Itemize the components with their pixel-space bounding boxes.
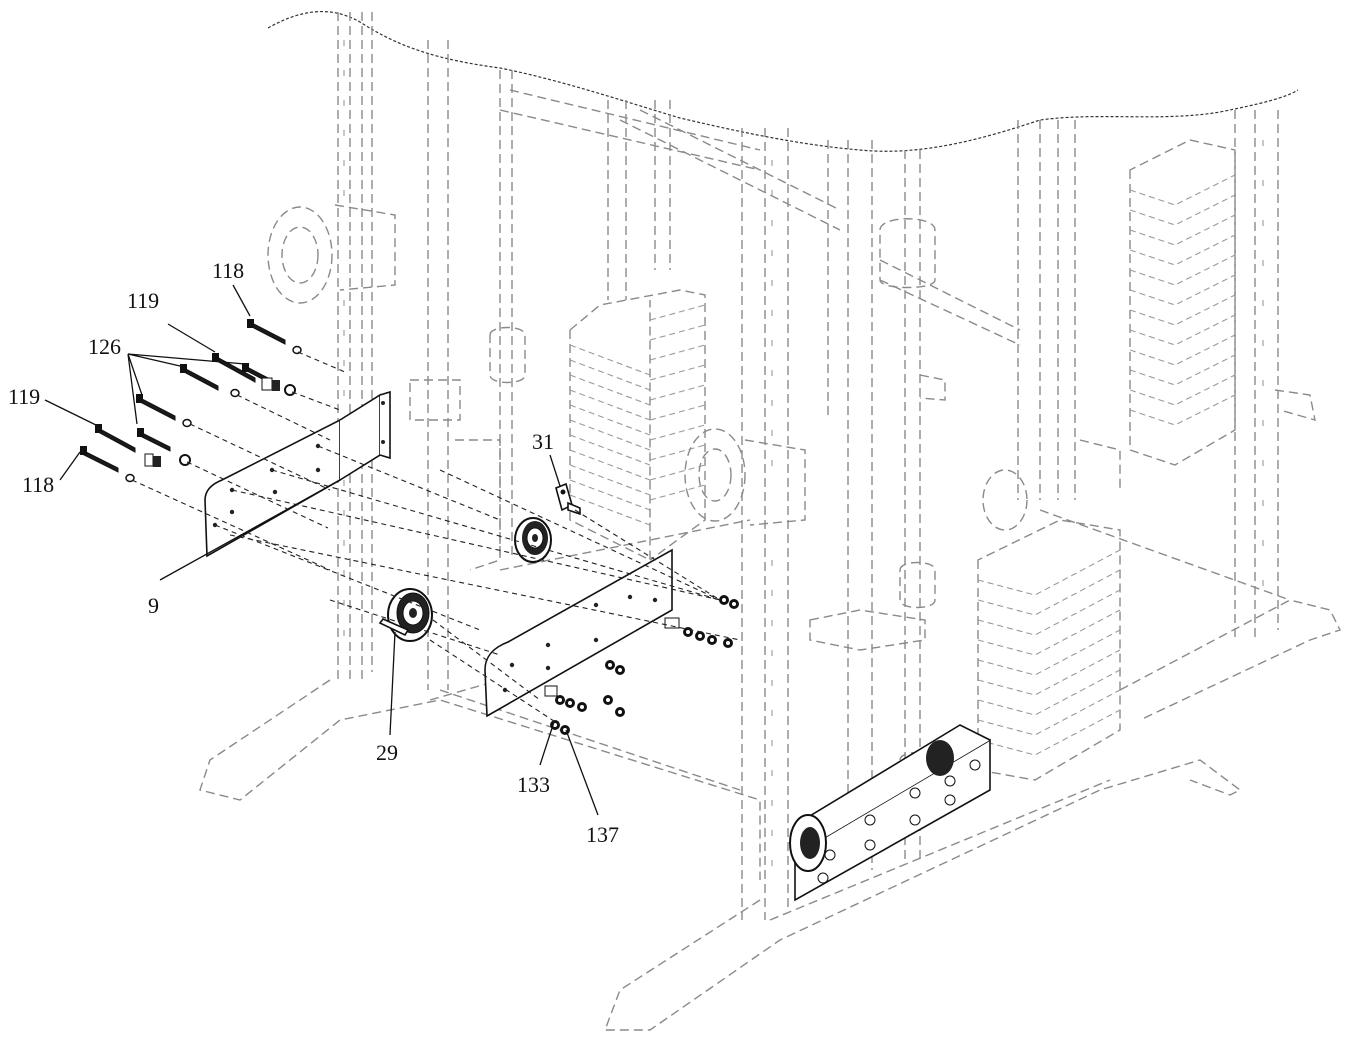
callout-126: 126 xyxy=(88,334,121,359)
callout-133: 133 xyxy=(517,772,550,797)
assembly-lines xyxy=(131,351,741,726)
upright-holes xyxy=(343,40,1264,870)
pulley-29 xyxy=(378,588,433,642)
frame-ghost xyxy=(199,12,1341,1031)
lower-pulley-housing xyxy=(789,724,991,902)
callout-119-top: 119 xyxy=(127,288,159,313)
callout-9: 9 xyxy=(148,593,159,618)
pulley-center xyxy=(514,517,552,563)
break-line xyxy=(267,11,1299,152)
bracket-31 xyxy=(555,482,581,516)
callout-137: 137 xyxy=(586,822,619,847)
callout-119-bottom: 119 xyxy=(8,384,40,409)
leader-lines xyxy=(44,284,599,816)
callout-labels: 118 119 126 119 118 9 31 29 133 137 xyxy=(8,258,619,847)
callout-118-top: 118 xyxy=(212,258,244,283)
nut-group-right xyxy=(544,595,739,735)
callout-118-bottom: 118 xyxy=(22,472,54,497)
plate-9 xyxy=(204,390,391,558)
plate-right-bracket xyxy=(484,548,673,718)
callout-31: 31 xyxy=(532,429,554,454)
callout-29: 29 xyxy=(376,740,398,765)
